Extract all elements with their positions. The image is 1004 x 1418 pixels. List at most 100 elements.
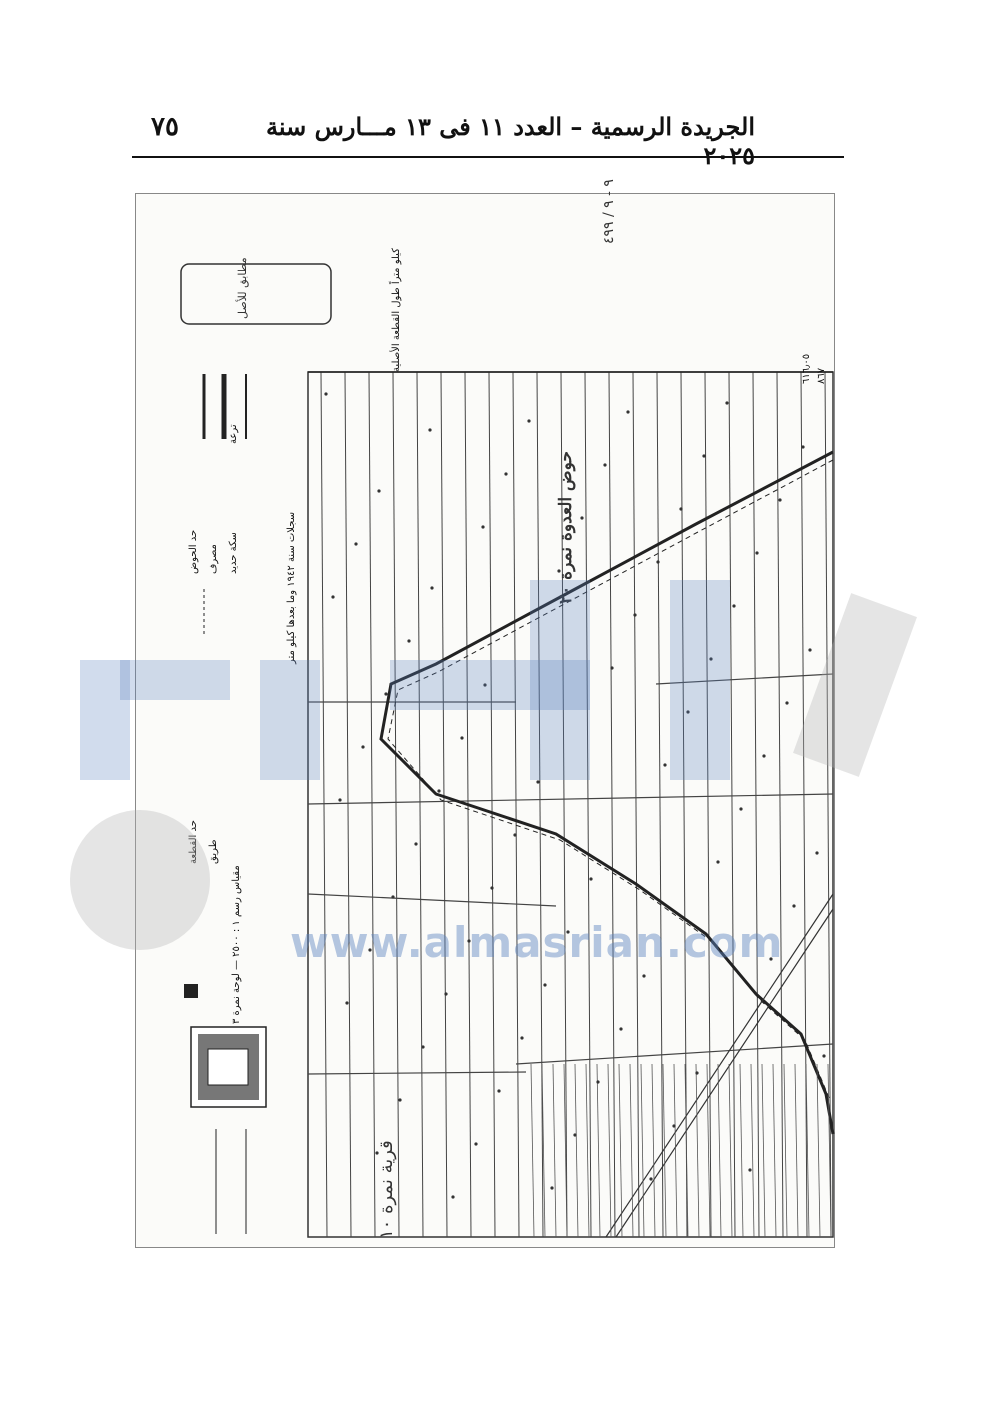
survey-point-mark [444, 992, 448, 996]
survey-point-mark [672, 1124, 676, 1128]
parcel-boundary-line [488, 371, 496, 1238]
survey-point-mark [368, 948, 372, 952]
survey-point-mark [324, 392, 328, 396]
dense-parcel-line [706, 1063, 711, 1238]
parcel-boundary-line [752, 371, 760, 1238]
dense-parcel-line [607, 1063, 612, 1238]
dense-parcel-line [695, 1063, 700, 1238]
survey-point-mark [739, 807, 743, 811]
survey-point-mark [430, 586, 434, 590]
survey-point-mark [520, 1036, 524, 1040]
parcel-boundary-line [584, 371, 592, 1238]
parcel-boundary-line [344, 371, 352, 1238]
survey-point-mark [345, 1001, 349, 1005]
survey-point-mark [467, 939, 471, 943]
dense-parcel-line [783, 1063, 788, 1238]
survey-point-mark [497, 1089, 501, 1093]
survey-point-mark [633, 613, 637, 617]
legend-item: حد القطعة [188, 820, 199, 864]
parcel-boundary-line [392, 371, 400, 1238]
legend-item: حد الحوض [188, 529, 199, 574]
survey-point-mark [338, 798, 342, 802]
survey-point-mark [543, 983, 547, 987]
dense-parcel-line [530, 1063, 535, 1238]
survey-point-mark [361, 745, 365, 749]
survey-point-mark [589, 877, 593, 881]
parcel-boundary-line [368, 371, 376, 1238]
parcel-boundary-line [704, 371, 712, 1238]
parcel-boundary-line [512, 371, 520, 1238]
survey-point-mark [762, 754, 766, 758]
survey-point-mark [755, 551, 759, 555]
survey-point-mark [573, 1133, 577, 1137]
dense-parcel-line [717, 1063, 722, 1238]
survey-point-mark [663, 763, 667, 767]
top-right-notes: ٩ - ٩ / ٤٩٩ [601, 179, 617, 244]
survey-point-mark [716, 860, 720, 864]
survey-point-mark [557, 569, 561, 573]
dense-parcel-line [761, 1063, 766, 1238]
legend-item: سكة حديد [228, 532, 239, 574]
dense-parcel-line [552, 1063, 557, 1238]
survey-point-mark [566, 930, 570, 934]
survey-point-mark [732, 604, 736, 608]
dense-parcel-line [728, 1063, 733, 1238]
survey-point-mark [610, 666, 614, 670]
survey-point-mark [474, 1142, 478, 1146]
survey-point-mark [702, 454, 706, 458]
survey-point-mark [483, 683, 487, 687]
survey-point-mark [550, 1186, 554, 1190]
parcel-boundary-line [800, 371, 808, 1238]
survey-point-mark [822, 1054, 826, 1058]
dense-parcel-line [673, 1063, 678, 1238]
survey-point-mark [596, 1080, 600, 1084]
dense-parcel-line [585, 1063, 590, 1238]
dense-parcel-line [563, 1063, 568, 1238]
page-title: الجريدة الرسمية – العدد ١١ فى ١٣ مـــارس… [266, 112, 755, 170]
parcel-boundary-line [608, 371, 616, 1238]
survey-point-mark [785, 701, 789, 705]
dense-parcel-line [805, 1063, 810, 1238]
survey-point-mark [769, 957, 773, 961]
survey-point-mark [619, 1027, 623, 1031]
survey-point-mark [656, 560, 660, 564]
corner-number-a: ٨٦٧ [816, 367, 827, 384]
survey-point-mark [725, 401, 729, 405]
dense-parcel-line [662, 1063, 667, 1238]
survey-point-mark [642, 974, 646, 978]
survey-point-mark [490, 886, 494, 890]
dense-parcel-line [827, 1063, 832, 1238]
survey-point-mark [626, 410, 630, 414]
dense-parcel-line [618, 1063, 623, 1238]
survey-point-mark [536, 780, 540, 784]
survey-point-mark [391, 895, 395, 899]
survey-point-mark [603, 463, 607, 467]
survey-point-mark [437, 789, 441, 793]
survey-point-mark [695, 1071, 699, 1075]
survey-point-mark [527, 419, 531, 423]
survey-point-mark [354, 542, 358, 546]
survey-point-mark [649, 1177, 653, 1181]
parcel-boundary-line [656, 371, 664, 1238]
survey-point-mark [460, 736, 464, 740]
basin-name-label: حوض العدوة نمرة ٢٠ [556, 451, 576, 604]
dense-parcel-line [816, 1063, 821, 1238]
survey-point-mark [801, 445, 805, 449]
survey-point-mark [414, 842, 418, 846]
parcel-boundary-line [440, 371, 448, 1238]
parcel-boundary-line [320, 371, 328, 1238]
survey-point-mark [398, 1098, 402, 1102]
dense-parcel-line [596, 1063, 601, 1238]
survey-point-mark [421, 1045, 425, 1049]
survey-point-mark [709, 657, 713, 661]
survey-point-mark [481, 525, 485, 529]
survey-point-mark [504, 472, 508, 476]
parcel-boundary-line [560, 371, 568, 1238]
legend-item: ترعة [228, 424, 239, 444]
survey-point-mark [375, 1151, 379, 1155]
parcel-boundary-line [536, 371, 544, 1238]
dense-parcel-line [640, 1063, 645, 1238]
bottom-village-label: قرية نمرة ١٠ [376, 1140, 397, 1239]
legend-item: طريق [208, 839, 219, 864]
dense-parcel-line [629, 1063, 634, 1238]
